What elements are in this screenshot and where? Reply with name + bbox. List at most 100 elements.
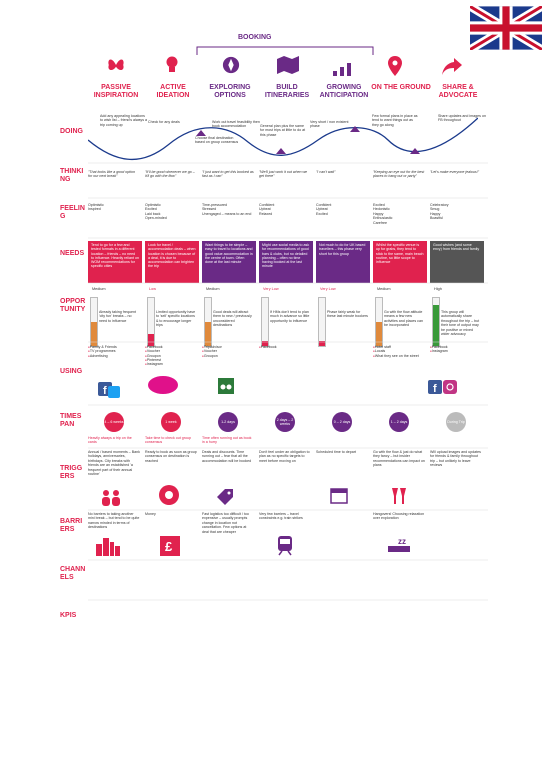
butterfly-icon [108, 59, 124, 71]
opportunity-note: Good deals will attract them to new / pr… [213, 310, 252, 328]
opportunity-level: Low [149, 287, 156, 291]
using-item: Groupon [202, 354, 254, 358]
opportunity-note: Limited opportunity have to 'sell' speci… [156, 310, 196, 328]
booking-label: BOOKING [238, 34, 272, 41]
trigger-text: Ready to book as soon as group consensus… [145, 450, 197, 463]
booking-bracket [196, 46, 374, 55]
svg-text:zz: zz [398, 537, 406, 546]
using-item: Facebook [259, 345, 311, 349]
stage-label: SHARE & ADVOCATE [438, 84, 478, 99]
opportunity-bar-fill [262, 341, 268, 346]
lightbulb-icon [166, 56, 178, 72]
feeling-text: Confident Upbeat Excited [316, 203, 332, 216]
need-box: Whilst the specific venue is up for grab… [373, 241, 427, 283]
feeling-text: Celebratory Smug Happy Boastful [430, 203, 449, 221]
need-box: Want things to be simple – easy to trave… [202, 241, 256, 283]
timespan-note: Time often running out as book in a hurr… [202, 436, 252, 445]
using-item: Pinterest [145, 358, 197, 362]
row-label-using: USING [60, 368, 83, 375]
opportunity-bar-fill [148, 334, 154, 346]
thinking-quote: "I can't wait" [316, 170, 336, 174]
using-item: What they see on the street [373, 354, 425, 358]
using-item: Voucher [202, 349, 254, 353]
row-label-thinking: THINKING [60, 168, 84, 183]
timespan-circle: 2 days – 2 weeks [275, 412, 295, 432]
thinking-quote: "We'll just work it out when we get ther… [259, 170, 308, 179]
stage-label: BUILD ITINERARIES [264, 84, 310, 99]
map-icon [277, 56, 299, 74]
opportunity-bar [318, 297, 326, 347]
doing-note: Add any appealing locations to wish list… [100, 114, 148, 127]
feeling-text: Time-pressured Stressed Unengaged – mean… [202, 203, 252, 216]
using-list: Family & FriendsTV programmesAdvertising [88, 345, 140, 358]
using-list: Hotel staffLocalsWhat they see on the st… [373, 345, 425, 358]
opportunity-bar-fill [319, 341, 325, 346]
using-item: Hotel staff [373, 345, 425, 349]
doing-note: Share updates and images on FB throughou… [438, 114, 486, 123]
row-label-needs: NEEDS [60, 250, 85, 257]
trigger-text: Scheduled time to depart [316, 450, 356, 454]
row-label-triggers: TRIGGERS [60, 465, 83, 480]
opportunity-level: High [434, 287, 442, 291]
row-label-opportunity: OPPORTUNITY [60, 298, 86, 313]
stage-label: ACTIVE IDEATION [156, 84, 190, 99]
opportunity-level: Very Low [263, 287, 279, 291]
stage-label: ON THE GROUND [371, 84, 431, 91]
stage-label: PASSIVE INSPIRATION [93, 84, 139, 99]
opportunity-note: Phase fairly weak for these last minute … [327, 310, 368, 319]
row-label-channels: CHANNELS [60, 566, 86, 581]
need-box: Look for travel / accommodation deals – … [145, 241, 199, 283]
row-dividers [88, 162, 488, 601]
city-skyline-icon [96, 538, 120, 556]
svg-text:£: £ [165, 539, 173, 554]
facebook-icon: f [428, 380, 442, 394]
instagram-icon [443, 380, 457, 394]
thinking-quote: "I just want to get this booked as fast … [202, 170, 254, 179]
discount-icon [217, 489, 233, 505]
journey-curve [88, 117, 478, 161]
feeling-text: Optimistic Excited Laid back Open-minded [145, 203, 167, 221]
timespan-note: Heavily always a trip on the cards [88, 436, 132, 445]
people-icon [102, 490, 120, 506]
chart-icon [333, 63, 351, 76]
thinking-quote: "It'll be good whenever we go – it'll go… [145, 170, 195, 179]
pound-icon: £ [160, 536, 180, 556]
timespan-note: Take time to check out group consensus [145, 436, 191, 445]
doing-note: Check for any deals [148, 120, 180, 124]
barrier-text: Very few barriers – travel constraints e… [259, 512, 303, 521]
barrier-text: Fast logistics too difficult / too expen… [202, 512, 249, 534]
stage-label: EXPLORING OPTIONS [209, 84, 251, 99]
using-item: Facebook [430, 345, 482, 349]
opportunity-bar-fill [433, 305, 439, 346]
using-item: TripAdvisor [202, 345, 254, 349]
thinking-quote: "Keeping an eye out for the best places … [373, 170, 425, 179]
wowcher-logo [148, 376, 178, 394]
share-icon [442, 58, 462, 75]
using-item: Voucher [145, 349, 197, 353]
train-icon [278, 536, 292, 556]
uk-flag-icon [470, 6, 542, 50]
using-item: Locals [373, 349, 425, 353]
timespan-circle: During Trip [446, 412, 466, 432]
opportunity-bar-fill [91, 322, 97, 346]
cheers-icon [392, 488, 406, 504]
need-box: Good wishes (and some envy) from friends… [430, 241, 484, 283]
trigger-text: Will upload images and updates for frien… [430, 450, 481, 468]
need-box: Might use social media to ask for recomm… [259, 241, 313, 283]
barrier-text: Money [145, 512, 156, 516]
opportunity-level: Medium [377, 287, 391, 291]
row-label-feeling: FEELING [60, 205, 85, 220]
opportunity-level: Medium [92, 287, 106, 291]
opportunity-bar-fill [376, 322, 382, 346]
barrier-text: No barriers to taking another mini break… [88, 512, 140, 530]
sleep-icon: zz [388, 537, 410, 552]
feeling-text: Optimistic Inspired [88, 203, 104, 212]
trigger-text: Go with the flow & just do what they fan… [373, 450, 425, 468]
thinking-quote: "Let's make everyone jealous!" [430, 170, 479, 174]
doing-note: Few formal plans in place as tend to wan… [372, 114, 418, 127]
calendar-icon [330, 488, 348, 504]
using-item: Instagram [430, 349, 482, 353]
doing-note: Work out travel feasibility then book ac… [212, 120, 260, 129]
timespan-circle: 1 – 2 days [389, 412, 409, 432]
row-label-doing: DOING [60, 128, 83, 135]
